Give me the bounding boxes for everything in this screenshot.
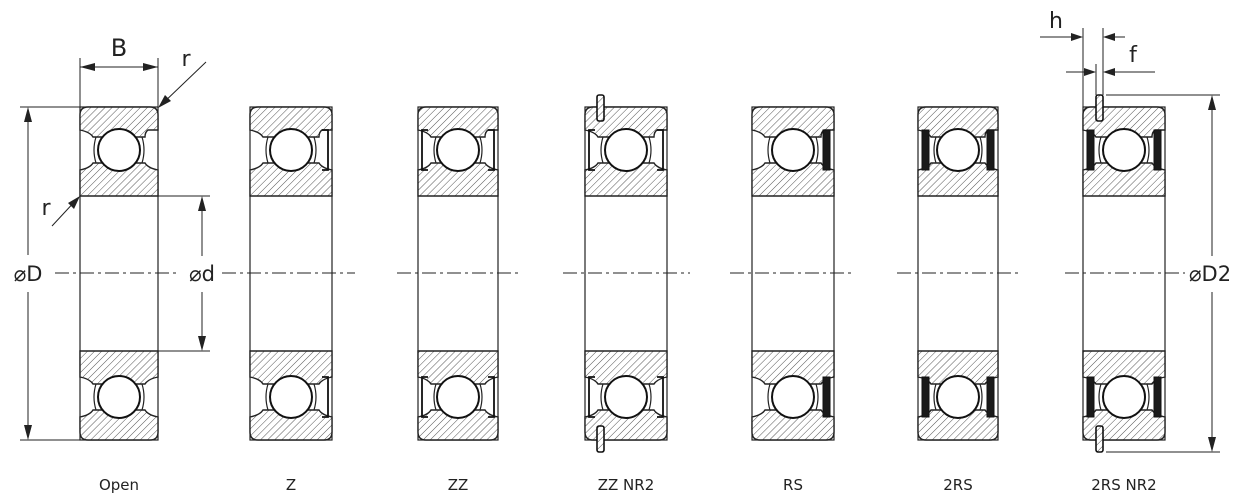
type-labels: Open Z ZZ ZZ NR2 RS 2RS 2RS NR2	[99, 476, 1157, 494]
type-label-zz-nr2: ZZ NR2	[598, 476, 655, 494]
label-width: B	[111, 34, 127, 62]
bearing-open	[79, 106, 159, 441]
label-groove-width: h	[1049, 9, 1063, 34]
dimension-snap-ring-diameter	[1106, 94, 1220, 453]
dimension-labels: B r r ⌀D ⌀d ⌀D2 h f	[14, 9, 1232, 286]
dimension-bore-diameter	[158, 195, 210, 352]
type-label-2rs-nr2: 2RS NR2	[1091, 476, 1156, 494]
bearing-2rs	[917, 106, 999, 441]
type-label-2rs: 2RS	[943, 476, 973, 494]
dimension-outer-diameter	[20, 106, 80, 441]
dimension-snap-ring-groove	[1040, 28, 1155, 107]
type-label-zz: ZZ	[448, 476, 469, 494]
label-radius-bottom: r	[41, 196, 51, 221]
dimension-width	[79, 58, 159, 107]
label-snap-ring-thickness: f	[1129, 43, 1138, 68]
label-radius-top: r	[181, 47, 191, 72]
type-label-z: Z	[286, 476, 296, 494]
bearing-z	[249, 106, 333, 441]
label-bore-diameter: ⌀d	[189, 262, 215, 286]
type-label-open: Open	[99, 476, 139, 494]
label-snap-ring-diameter: ⌀D2	[1189, 262, 1231, 286]
type-label-rs: RS	[783, 476, 803, 494]
label-outer-diameter: ⌀D	[14, 262, 43, 286]
radius-leaders	[51, 61, 207, 227]
